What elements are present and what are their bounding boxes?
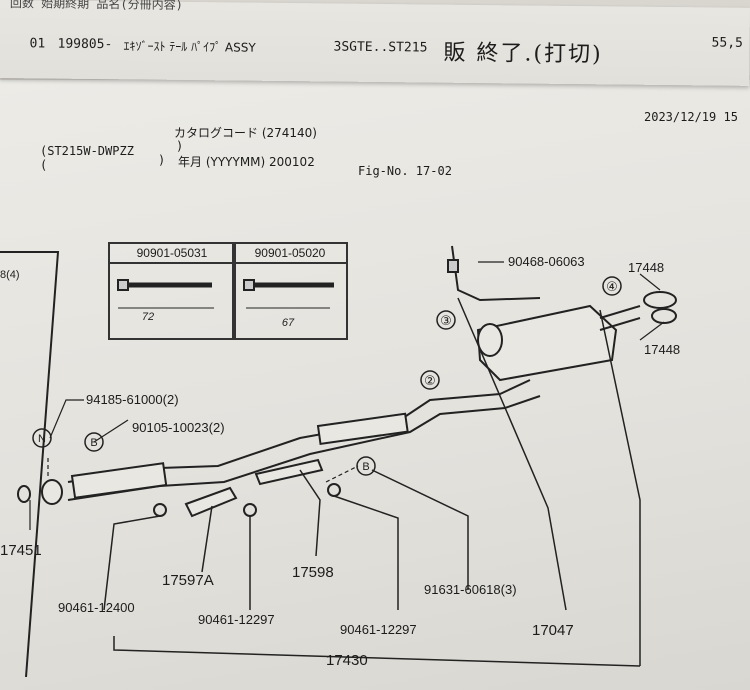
- top-sheet: 回数 始期終期 品名(分冊内容) 01 199805- ｴｷｿﾞｰｽﾄ ﾃｰﾙ …: [0, 0, 750, 86]
- marker-n: N: [38, 433, 46, 445]
- bolt-box-1-part: 90901-05031: [110, 244, 234, 264]
- part-17430: 17430: [326, 652, 368, 669]
- row-model: 3SGTE..ST215: [333, 39, 428, 56]
- part-17597a: 17597A: [162, 572, 214, 589]
- marker-b2: B: [362, 461, 369, 473]
- part-17047: 17047: [532, 622, 574, 639]
- bolt-box-1: 90901-05031: [108, 242, 236, 340]
- paren-close-2: ): [158, 153, 166, 167]
- left-fragment: 8(4): [0, 269, 20, 281]
- row-name: ｴｷｿﾞｰｽﾄ ﾃｰﾙ ﾊﾟｲﾌﾟ ASSY: [123, 39, 256, 55]
- row-price: 55,5: [711, 35, 743, 51]
- part-90105-10023: 90105-10023(2): [132, 420, 225, 435]
- row-date: 199805-: [57, 36, 113, 53]
- callout-2-circle: [420, 370, 440, 390]
- part-94185-61000: 94185-61000(2): [86, 392, 179, 407]
- part-90461-12297-b: 90461-12297: [340, 622, 417, 637]
- callout-3-circle: [436, 310, 456, 330]
- part-90461-12400: 90461-12400: [58, 600, 135, 615]
- marker-b1: B: [90, 437, 97, 449]
- row-no: 01: [29, 36, 46, 52]
- catalog-sheet: [0, 80, 750, 690]
- bolt-1-head: [117, 279, 129, 291]
- part-17598: 17598: [292, 564, 334, 581]
- callout-4-circle: [602, 276, 622, 296]
- fig-no: Fig-No. 17-02: [358, 164, 452, 178]
- part-90468-06063: 90468-06063: [508, 254, 585, 269]
- callout-2: ②: [424, 374, 436, 389]
- bolt-1-length: 72: [142, 311, 154, 323]
- date-label: 年月 (YYYYMM) 200102: [178, 155, 315, 169]
- bolt-box-2-part: 90901-05020: [234, 244, 346, 264]
- handwritten-note: 販 終了.(打切): [443, 40, 603, 68]
- paren-close: ): [176, 139, 184, 153]
- part-17451: 17451: [0, 542, 42, 559]
- marker-b2-circle: [356, 456, 376, 476]
- model-code: (ST215W-DWPZZ: [40, 144, 134, 158]
- marker-b1-circle: [84, 432, 104, 452]
- callout-4: ④: [606, 280, 618, 295]
- part-90461-12297-a: 90461-12297: [198, 612, 275, 627]
- marker-n-circle: [32, 428, 52, 448]
- callout-3: ③: [440, 314, 452, 329]
- catalog-code: カタログコード (274140): [174, 126, 317, 140]
- part-17448-a: 17448: [628, 260, 665, 275]
- model-code-close: (: [40, 158, 48, 172]
- part-91631-60618: 91631-60618(3): [424, 582, 517, 597]
- header-partial: 回数 始期終期 品名(分冊内容): [9, 0, 183, 12]
- bolt-2-length: 67: [282, 317, 295, 329]
- bolt-box-2: 90901-05020: [232, 242, 348, 340]
- part-17448-b: 17448: [644, 342, 681, 357]
- timestamp: 2023/12/19 15: [644, 110, 738, 124]
